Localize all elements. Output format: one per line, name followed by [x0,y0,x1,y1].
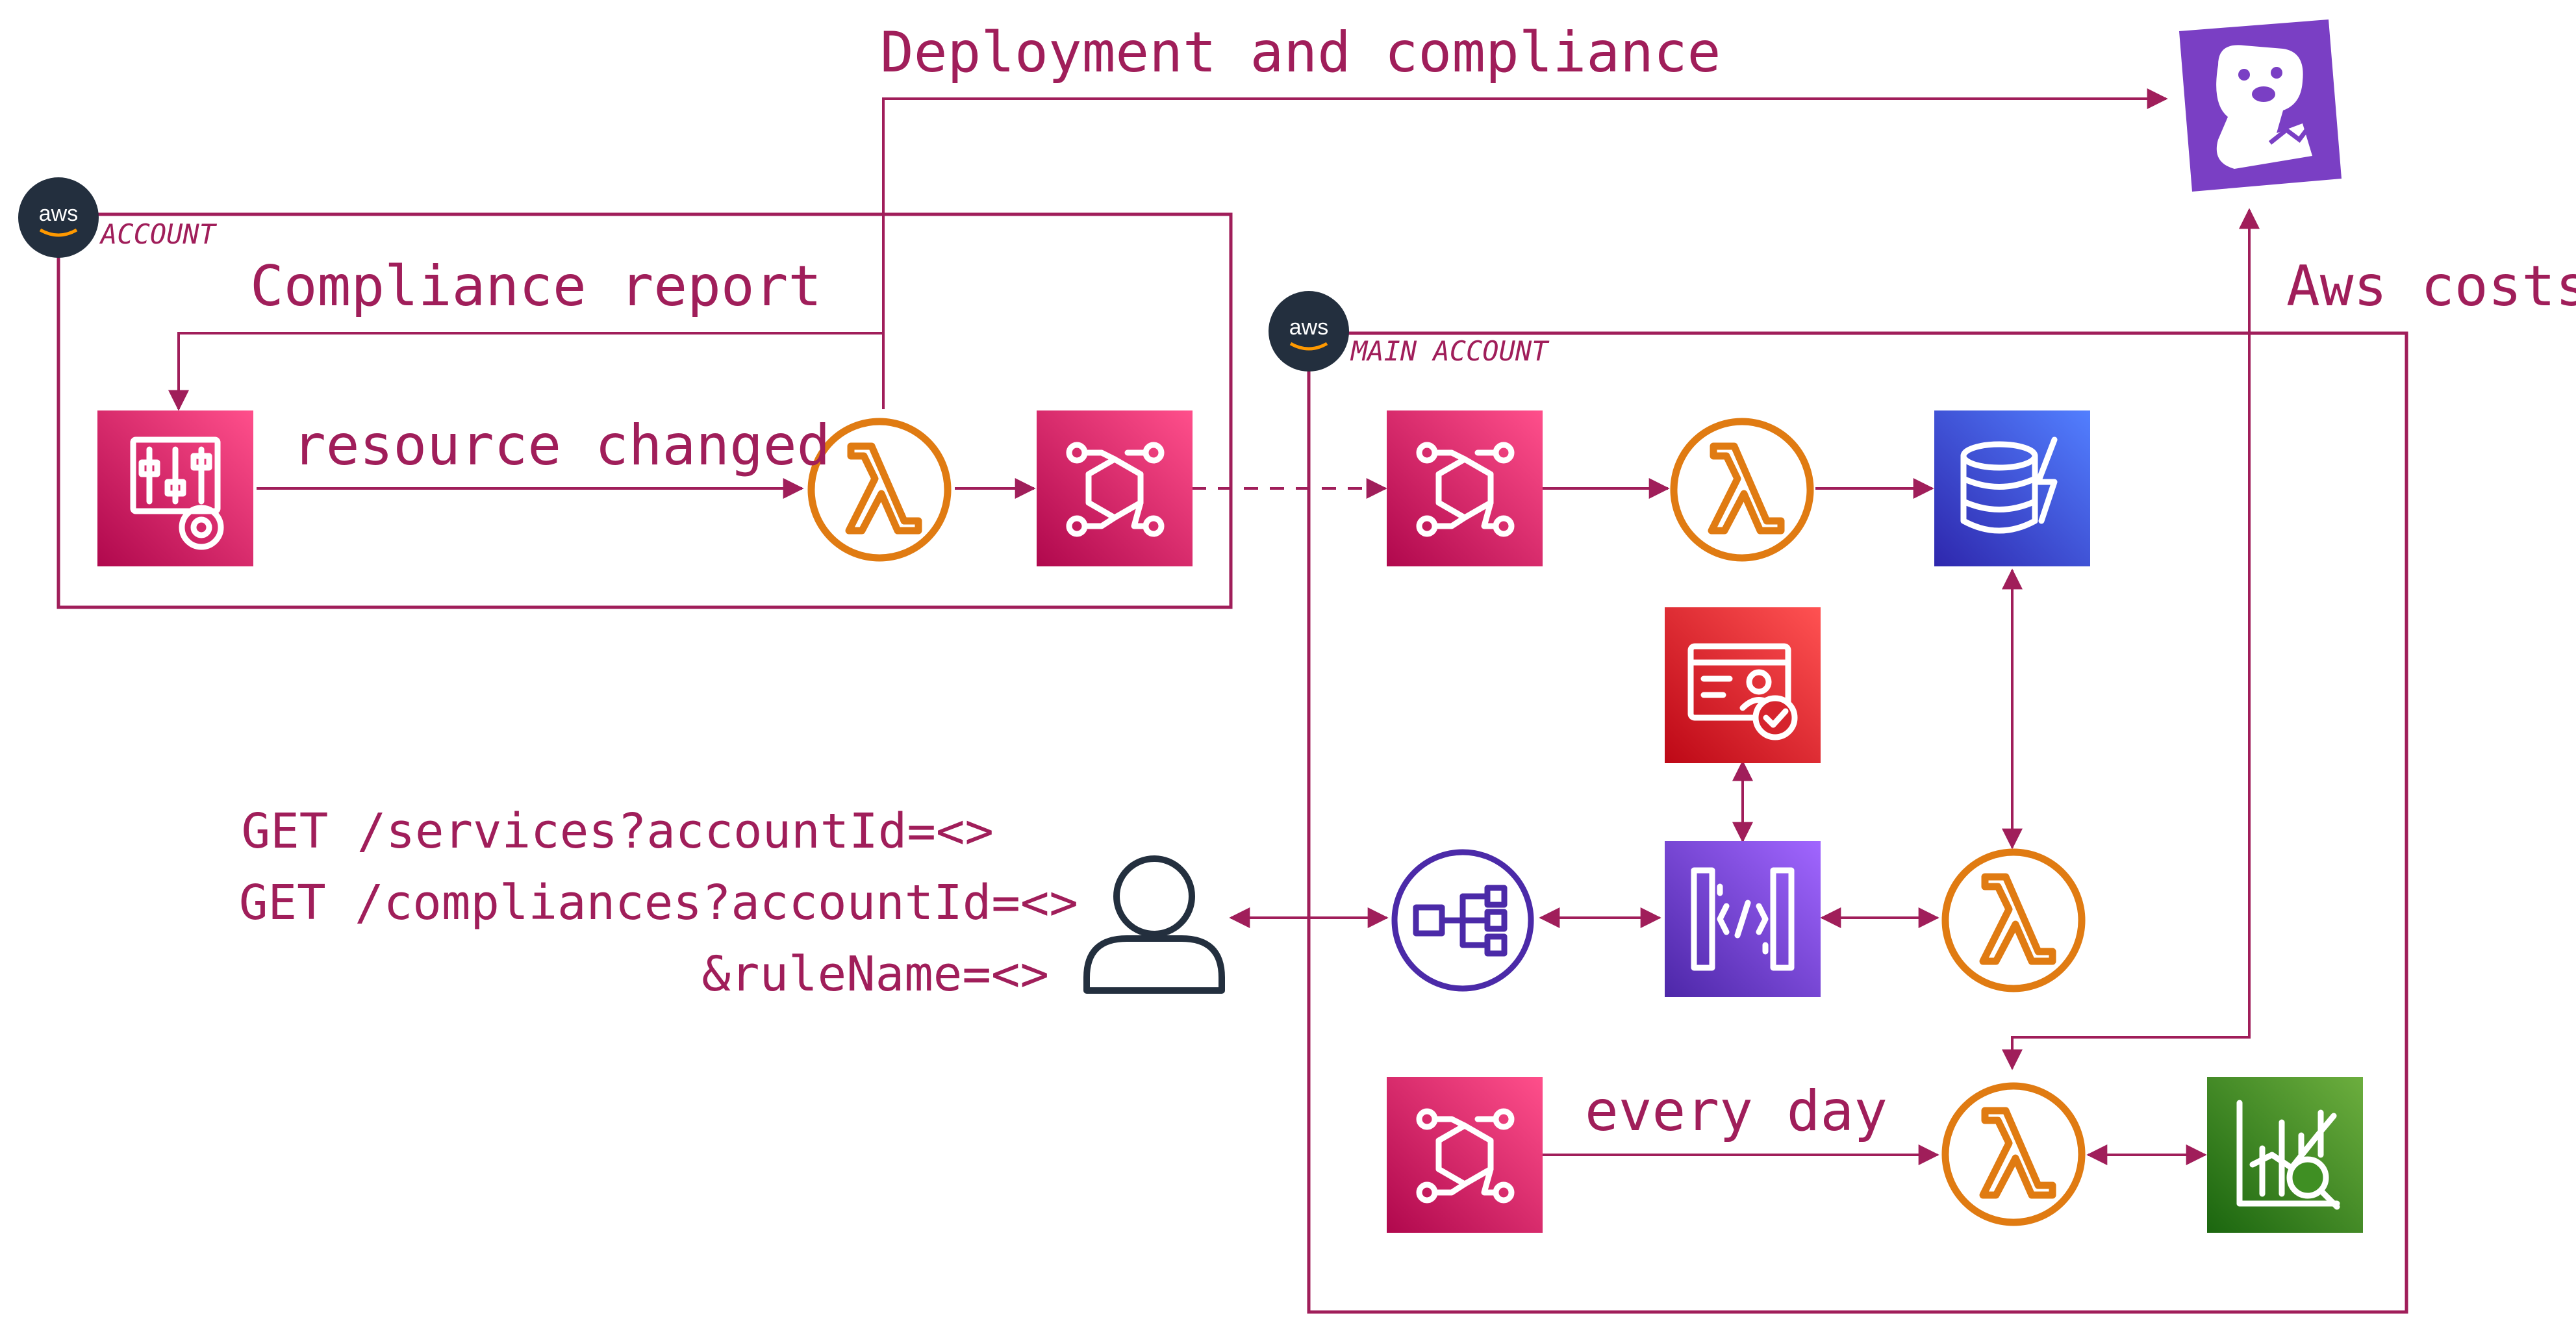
lambda-icon [1670,418,1814,562]
dynamodb-icon [1934,410,2090,566]
label-compliance-report: Compliance report [250,254,822,319]
account-badge-text: aws [39,201,78,226]
connector-compliance-report [168,332,883,411]
label-api-rulename: &ruleName=<> [701,946,1049,1002]
cognito-icon [1665,607,1821,763]
label-every-day: every day [1585,1079,1888,1144]
cost-explorer-icon [2207,1077,2363,1233]
main-account-aws-badge: aws [1269,291,1349,372]
connector-aws-costs [2002,208,2260,1070]
label-aws-costs: Aws costs [2286,254,2576,319]
label-api-compliances: GET /compliances?accountId=<> [239,875,1078,931]
account-group-title: ACCOUNT [99,218,218,250]
lambda-icon [1941,1082,2086,1226]
datadog-logo-icon [2179,19,2342,192]
lambda-icon [1941,848,2086,992]
eventbridge-icon [1387,410,1543,566]
account-group-frame [57,212,1233,609]
label-deployment: Deployment and compliance [880,20,1721,85]
eventbridge-icon [1387,1077,1543,1233]
label-resource-changed: resource changed [292,413,830,478]
load-balancer-icon [1391,849,1534,992]
aws-config-icon [97,410,253,566]
account-aws-badge: aws [18,177,99,258]
main-account-badge-text: aws [1289,315,1328,340]
label-api-services: GET /services?accountId=<> [242,803,994,859]
eventbridge-icon [1037,410,1193,566]
main-account-group-frame [1307,331,2408,1314]
lambda-icon [807,418,952,562]
user-icon [1083,855,1225,994]
main-account-group-title: MAIN ACCOUNT [1350,335,1550,367]
connector-deployment [882,88,2168,409]
api-gateway-icon [1665,841,1821,997]
